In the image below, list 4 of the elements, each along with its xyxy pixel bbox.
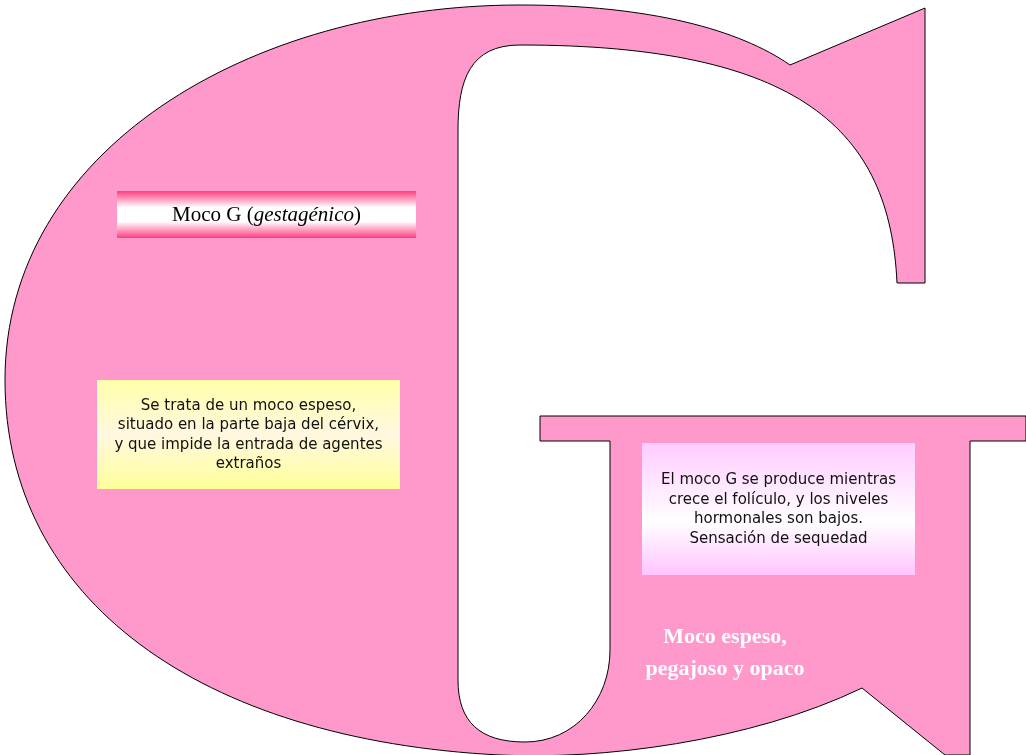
caption-text: Moco espeso, pegajoso y opaco xyxy=(644,622,806,682)
note-box: Se trata de un moco espeso, situado en la parte baja del cérvix, y que impide la entrada de agentes extraños xyxy=(97,380,400,489)
note-box: El moco G se produce mientras crece el folículo, y los niveles hormonales son bajos. Sensación de sequedad xyxy=(642,443,915,575)
title-banner: Moco G (gestagénico) xyxy=(117,191,416,238)
